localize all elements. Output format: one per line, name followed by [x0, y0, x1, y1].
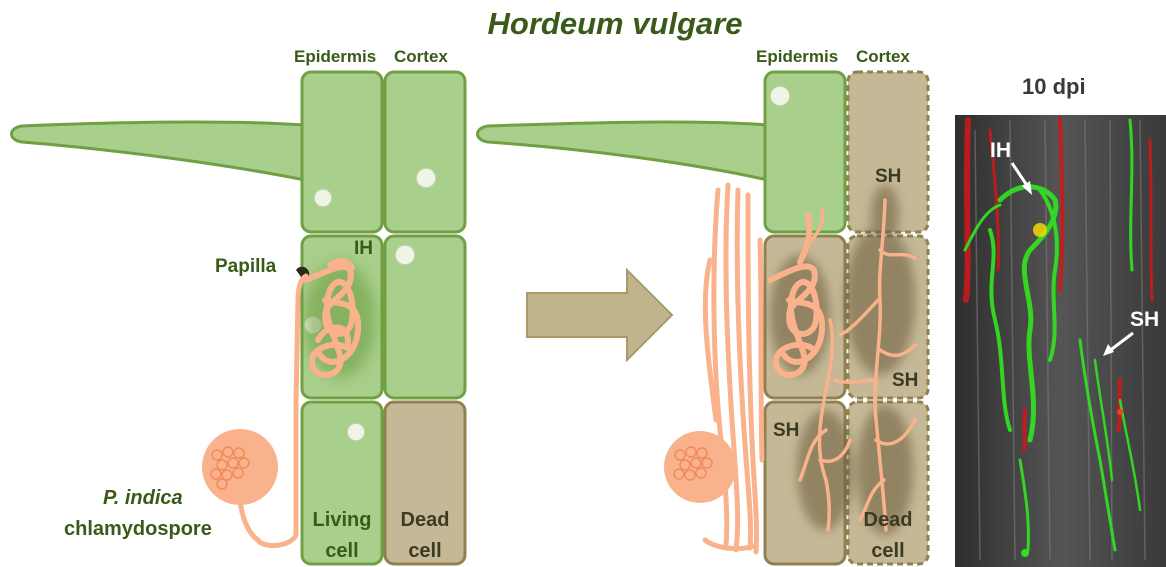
transition-arrow: [527, 270, 672, 360]
nucleus: [395, 245, 415, 265]
sh-label-top: SH: [875, 166, 901, 188]
ih-label-left: IH: [354, 238, 373, 260]
micrograph: [955, 115, 1166, 567]
epidermis-cell-top: [302, 72, 382, 232]
root-hair-left: [12, 122, 306, 180]
timepoint-label: 10 dpi: [1022, 74, 1086, 100]
left-root-diagram: [12, 72, 466, 564]
header-epidermis-right: Epidermis: [756, 47, 838, 67]
header-cortex-right: Cortex: [856, 47, 910, 67]
nucleus: [770, 86, 790, 106]
dead-cell-label-right: Dead cell: [848, 505, 928, 567]
nucleus: [416, 168, 436, 188]
header-epidermis-left: Epidermis: [294, 47, 376, 67]
sh-label-bottom: SH: [773, 420, 799, 442]
nucleus: [314, 189, 332, 207]
root-hair-right: [478, 122, 769, 180]
dead-cell-label-left: Dead cell: [385, 505, 465, 567]
micrograph-ih-label: IH: [990, 139, 1011, 163]
hypha-left-2: [240, 500, 258, 540]
papilla-label: Papilla: [215, 256, 276, 278]
spore-species-label: P. indica: [103, 487, 183, 510]
spore-type-label: chlamydospore: [64, 518, 212, 541]
hypha-left: [258, 276, 306, 545]
living-cell-label: Living cell: [302, 505, 382, 567]
micrograph-sh-label: SH: [1130, 308, 1159, 332]
sh-label-mid: SH: [892, 370, 918, 392]
cortex-cell-top: [385, 72, 465, 232]
nucleus: [347, 423, 365, 441]
header-cortex-left: Cortex: [394, 47, 448, 67]
